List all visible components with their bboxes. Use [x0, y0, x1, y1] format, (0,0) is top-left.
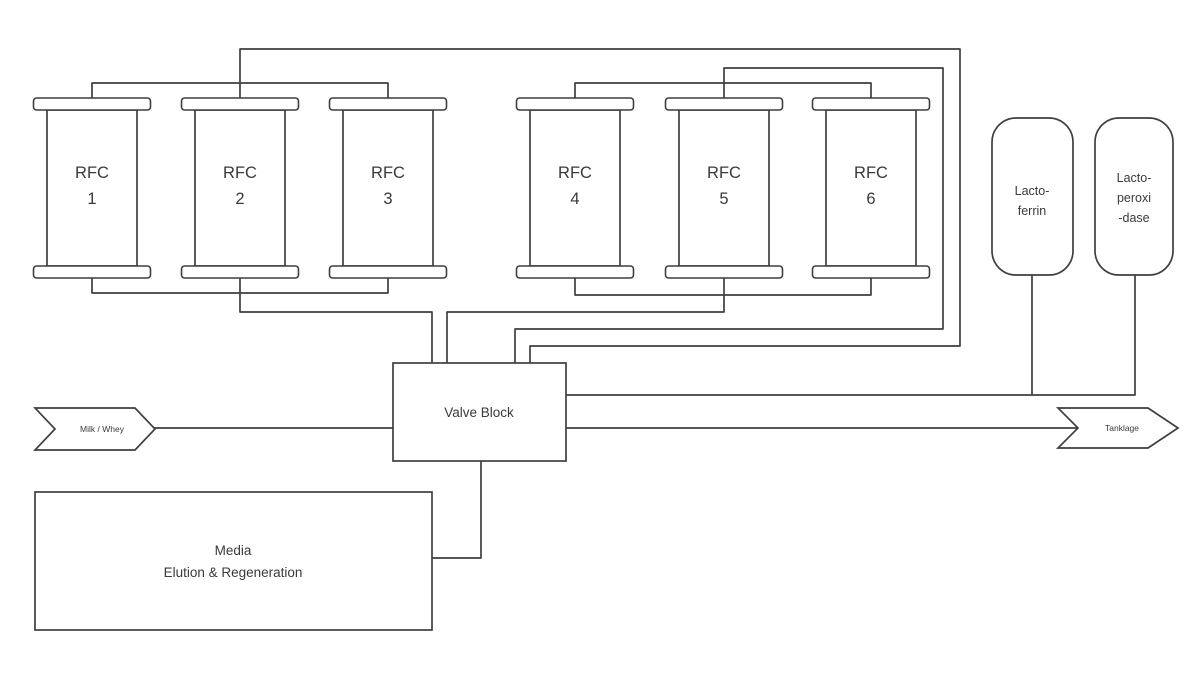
output-arrow-tanklage: Tanklage	[1055, 407, 1180, 449]
rfc-top-cap	[328, 97, 448, 111]
input-arrow-milk-whey: Milk / Whey	[33, 407, 157, 451]
rfc-column-2: RFC 2	[180, 97, 300, 279]
rfc-number: 4	[570, 190, 579, 208]
tank-lactoferrin: Lacto- ferrin	[991, 117, 1074, 276]
rfc-number: 1	[87, 190, 96, 208]
rfc-top-cap	[664, 97, 784, 111]
line-rfc2-bottom-to-valve	[239, 271, 433, 367]
rfc-body	[529, 109, 621, 267]
media-label-line1: Media	[215, 543, 252, 558]
rfc-number: 5	[719, 190, 728, 208]
rfc-column-5: RFC 5	[664, 97, 784, 279]
rfc-label: RFC	[223, 164, 257, 182]
rfc-top-cap	[811, 97, 931, 111]
rfc-body	[342, 109, 434, 267]
rfc-bottom-cap	[180, 265, 300, 279]
line-rfc5-top-to-valve	[514, 67, 944, 367]
media-label-line2: Elution & Regeneration	[164, 565, 303, 580]
rfc-label: RFC	[558, 164, 592, 182]
tank-vessel	[1094, 117, 1174, 276]
rfc-column-4: RFC 4	[515, 97, 635, 279]
line-bottom-manifold-rfc4-rfc6	[574, 271, 872, 296]
rfc-number: 3	[383, 190, 392, 208]
rfc-number: 6	[866, 190, 875, 208]
rfc-column-1: RFC 1	[32, 97, 152, 279]
rfc-label: RFC	[75, 164, 109, 182]
rfc-top-cap	[180, 97, 300, 111]
rfc-column-6: RFC 6	[811, 97, 931, 279]
line-valve-to-tanks	[562, 271, 1136, 396]
rfc-bottom-cap	[811, 265, 931, 279]
rfc-body	[194, 109, 286, 267]
chevron-arrow-shape	[33, 407, 157, 451]
output-arrow-label: Tanklage	[1105, 423, 1139, 433]
tank-lactoperoxidase: Lacto- peroxi -dase	[1094, 117, 1174, 276]
rfc-top-cap	[32, 97, 152, 111]
tank-label-line: -dase	[1118, 211, 1149, 225]
rfc-body	[46, 109, 138, 267]
connector-lines	[91, 48, 1136, 559]
tank-vessel	[991, 117, 1074, 276]
tank-label-line: Lacto-	[1015, 184, 1050, 198]
tank-label-line: Lacto-	[1117, 171, 1152, 185]
line-valve-to-media	[429, 457, 482, 559]
rfc-bottom-cap	[664, 265, 784, 279]
rfc-bottom-cap	[515, 265, 635, 279]
valve-block-label: Valve Block	[444, 405, 514, 420]
rfc-body	[825, 109, 917, 267]
rfc-number: 2	[235, 190, 244, 208]
chevron-arrow-shape	[1055, 407, 1180, 449]
line-rfc2-top-to-valve	[239, 48, 961, 367]
media-box	[34, 491, 433, 631]
line-rfc5-bottom-to-valve	[446, 271, 725, 367]
rfc-label: RFC	[707, 164, 741, 182]
valve-block-box	[392, 362, 567, 462]
rfc-bottom-cap	[328, 265, 448, 279]
input-arrow-label: Milk / Whey	[80, 424, 125, 434]
rfc-column-3: RFC 3	[328, 97, 448, 279]
rfc-bottom-cap	[32, 265, 152, 279]
rfc-label: RFC	[854, 164, 888, 182]
rfc-top-cap	[515, 97, 635, 111]
media-elution-box: Media Elution & Regeneration	[34, 491, 433, 631]
rfc-body	[678, 109, 770, 267]
rfc-label: RFC	[371, 164, 405, 182]
valve-block: Valve Block	[392, 362, 567, 462]
tank-label-line: peroxi	[1117, 191, 1151, 205]
line-top-manifold-rfc4-rfc6	[574, 82, 872, 105]
tank-label-line: ferrin	[1018, 204, 1047, 218]
